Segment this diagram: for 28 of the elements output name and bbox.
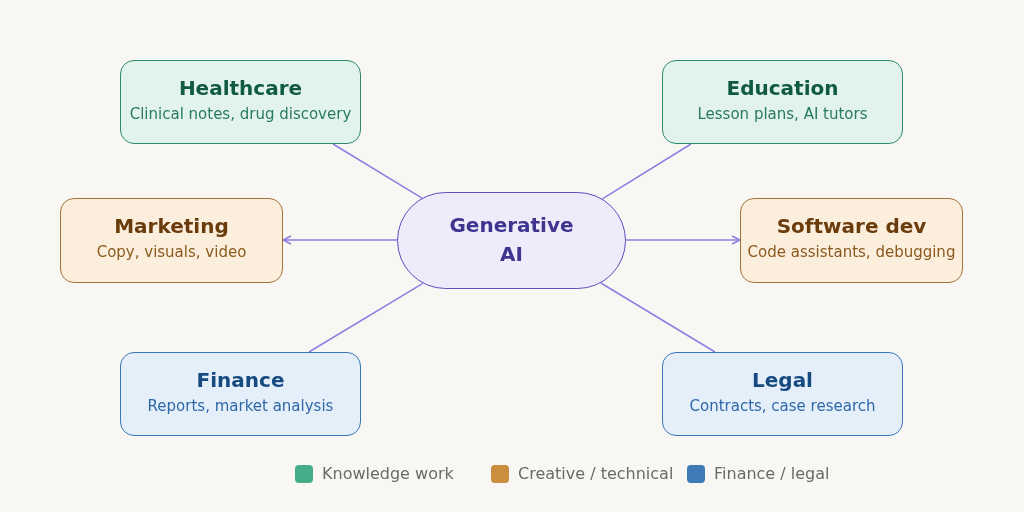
arrow xyxy=(282,235,398,245)
connector-line xyxy=(332,143,423,199)
category-box xyxy=(662,352,903,436)
category-title: Software dev xyxy=(776,214,927,238)
category-box xyxy=(60,198,283,283)
category-box xyxy=(740,198,963,283)
category-description: Code assistants, debugging xyxy=(747,243,956,262)
connector-line xyxy=(308,282,424,353)
category-box xyxy=(120,60,361,144)
category-title: Education xyxy=(726,75,839,100)
category-box xyxy=(662,60,903,144)
connector-line xyxy=(600,282,716,353)
category-description: Clinical notes, drug discovery xyxy=(129,104,352,124)
legend-label: Knowledge work xyxy=(322,464,454,483)
category-title: Healthcare xyxy=(178,75,303,100)
category-description: Copy, visuals, video xyxy=(96,243,247,262)
category-title: Marketing xyxy=(114,214,229,238)
legend-label: Finance / legal xyxy=(714,464,830,483)
hub-label: Generative AI xyxy=(448,212,575,268)
category-description: Lesson plans, AI tutors xyxy=(697,104,868,124)
category-title: Finance xyxy=(196,367,285,392)
category-box xyxy=(120,352,361,436)
category-description: Contracts, case research xyxy=(689,396,876,416)
category-description: Reports, market analysis xyxy=(147,396,334,416)
legend-label: Creative / technical xyxy=(518,464,674,483)
category-title: Legal xyxy=(752,367,813,392)
arrow xyxy=(625,235,741,245)
connector-line xyxy=(601,143,692,200)
